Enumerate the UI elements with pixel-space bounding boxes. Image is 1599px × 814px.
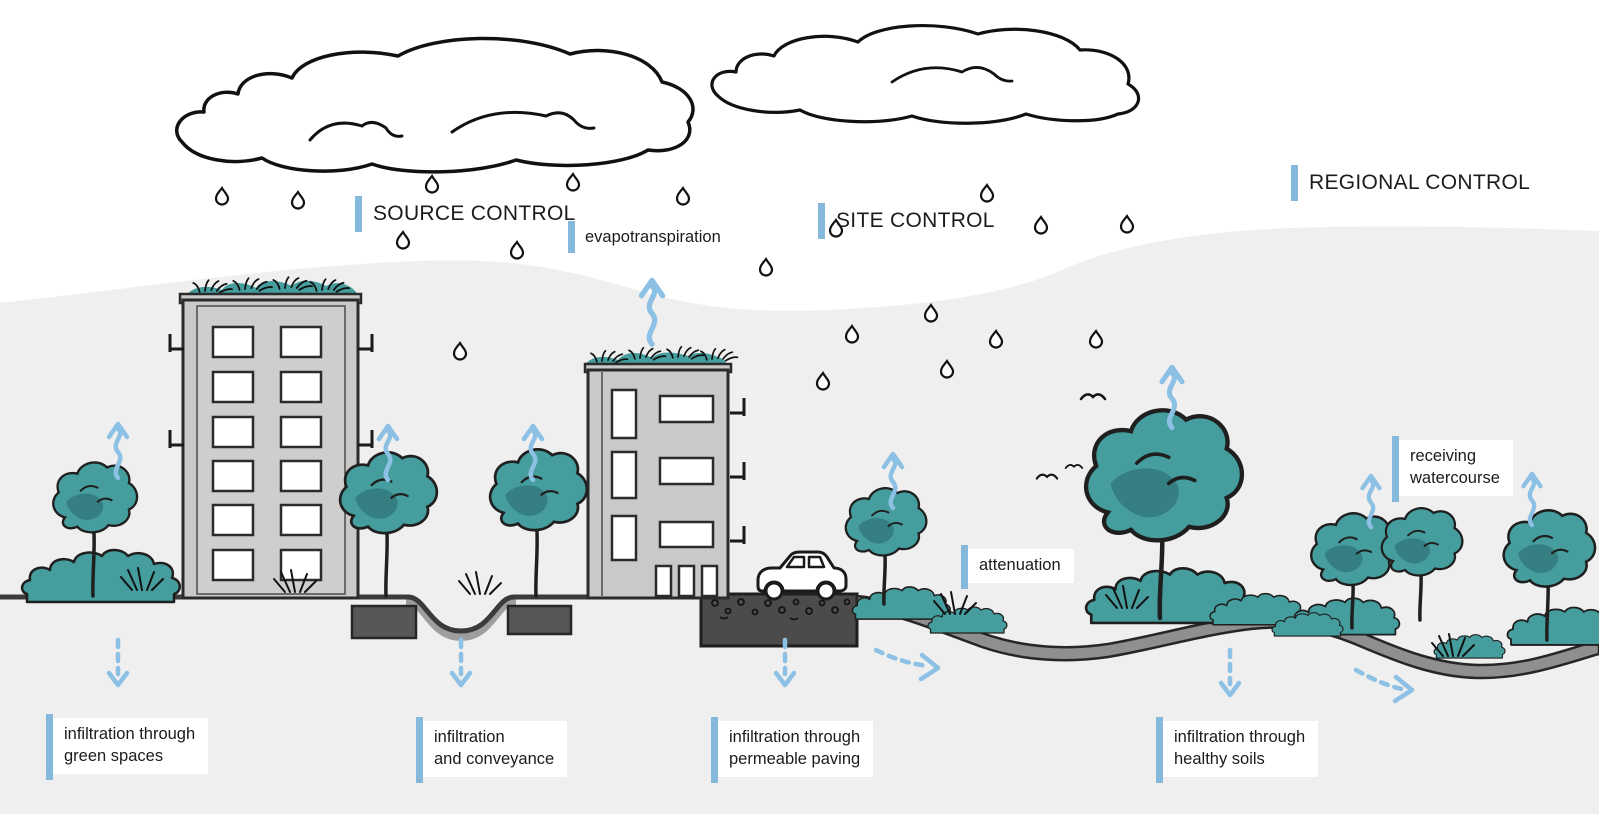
- label-line1: infiltration through: [1174, 728, 1306, 746]
- label-line2: permeable paving: [729, 750, 861, 768]
- label-infiltration-green-spaces: infiltration through green spaces: [46, 714, 209, 780]
- cloud-left-icon: [174, 36, 695, 174]
- car-icon: [756, 550, 848, 601]
- label-line1: infiltration: [434, 728, 505, 746]
- label-site-control: SITE CONTROL: [818, 203, 995, 239]
- label-evapotranspiration-text: evapotranspiration: [585, 228, 721, 246]
- swale-lining: [405, 597, 517, 642]
- label-evapotranspiration: evapotranspiration: [568, 221, 721, 253]
- terrain-band-right: [855, 594, 1599, 680]
- label-line1: infiltration through: [729, 728, 861, 746]
- label-infiltration-conveyance: infiltration and conveyance: [416, 717, 568, 783]
- label-accent-bar: [355, 196, 362, 232]
- label-source-control-text: SOURCE CONTROL: [373, 202, 576, 225]
- label-attenuation: attenuation: [961, 545, 1074, 589]
- label-line1: infiltration through: [64, 725, 196, 743]
- label-attenuation-text: attenuation: [968, 549, 1074, 583]
- label-regional-control: REGIONAL CONTROL: [1291, 165, 1530, 201]
- label-accent-bar: [568, 221, 575, 253]
- building-tall: [168, 276, 374, 600]
- label-line2: watercourse: [1410, 469, 1500, 487]
- label-line1: receiving: [1410, 447, 1477, 465]
- label-accent-bar: [1156, 717, 1163, 783]
- label-infiltration-healthy-soils-text: infiltration through healthy soils: [1163, 721, 1319, 777]
- label-infiltration-permeable-paving: infiltration through permeable paving: [711, 717, 874, 783]
- label-infiltration-permeable-paving-text: infiltration through permeable paving: [718, 721, 874, 777]
- infiltration-arrows: [109, 640, 1415, 704]
- label-accent-bar: [416, 717, 423, 783]
- cloud-right-icon: [710, 23, 1141, 125]
- label-accent-bar: [711, 717, 718, 783]
- permeable-paving: [699, 592, 859, 648]
- label-infiltration-conveyance-text: infiltration and conveyance: [423, 721, 568, 777]
- label-infiltration-healthy-soils: infiltration through healthy soils: [1156, 717, 1319, 783]
- ground-surface-left: [0, 594, 701, 634]
- label-accent-bar: [818, 203, 825, 239]
- hill-backdrop: [0, 226, 1599, 814]
- label-accent-bar: [46, 714, 53, 780]
- label-receiving-watercourse-text: receiving watercourse: [1399, 440, 1513, 496]
- label-regional-control-text: REGIONAL CONTROL: [1309, 171, 1531, 194]
- label-line2: healthy soils: [1174, 750, 1265, 768]
- infiltration-trench-right: [506, 604, 573, 636]
- label-accent-bar: [1291, 165, 1298, 201]
- label-line2: and conveyance: [434, 750, 555, 768]
- label-infiltration-green-spaces-text: infiltration through green spaces: [53, 718, 209, 774]
- label-site-control-text: SITE CONTROL: [836, 209, 995, 232]
- label-source-control: SOURCE CONTROL: [355, 196, 576, 232]
- label-accent-bar: [961, 545, 968, 589]
- infiltration-trench-left: [350, 604, 418, 640]
- label-accent-bar: [1392, 436, 1399, 502]
- label-line2: green spaces: [64, 747, 164, 765]
- label-receiving-watercourse: receiving watercourse: [1392, 436, 1513, 502]
- building-mid: [583, 345, 746, 600]
